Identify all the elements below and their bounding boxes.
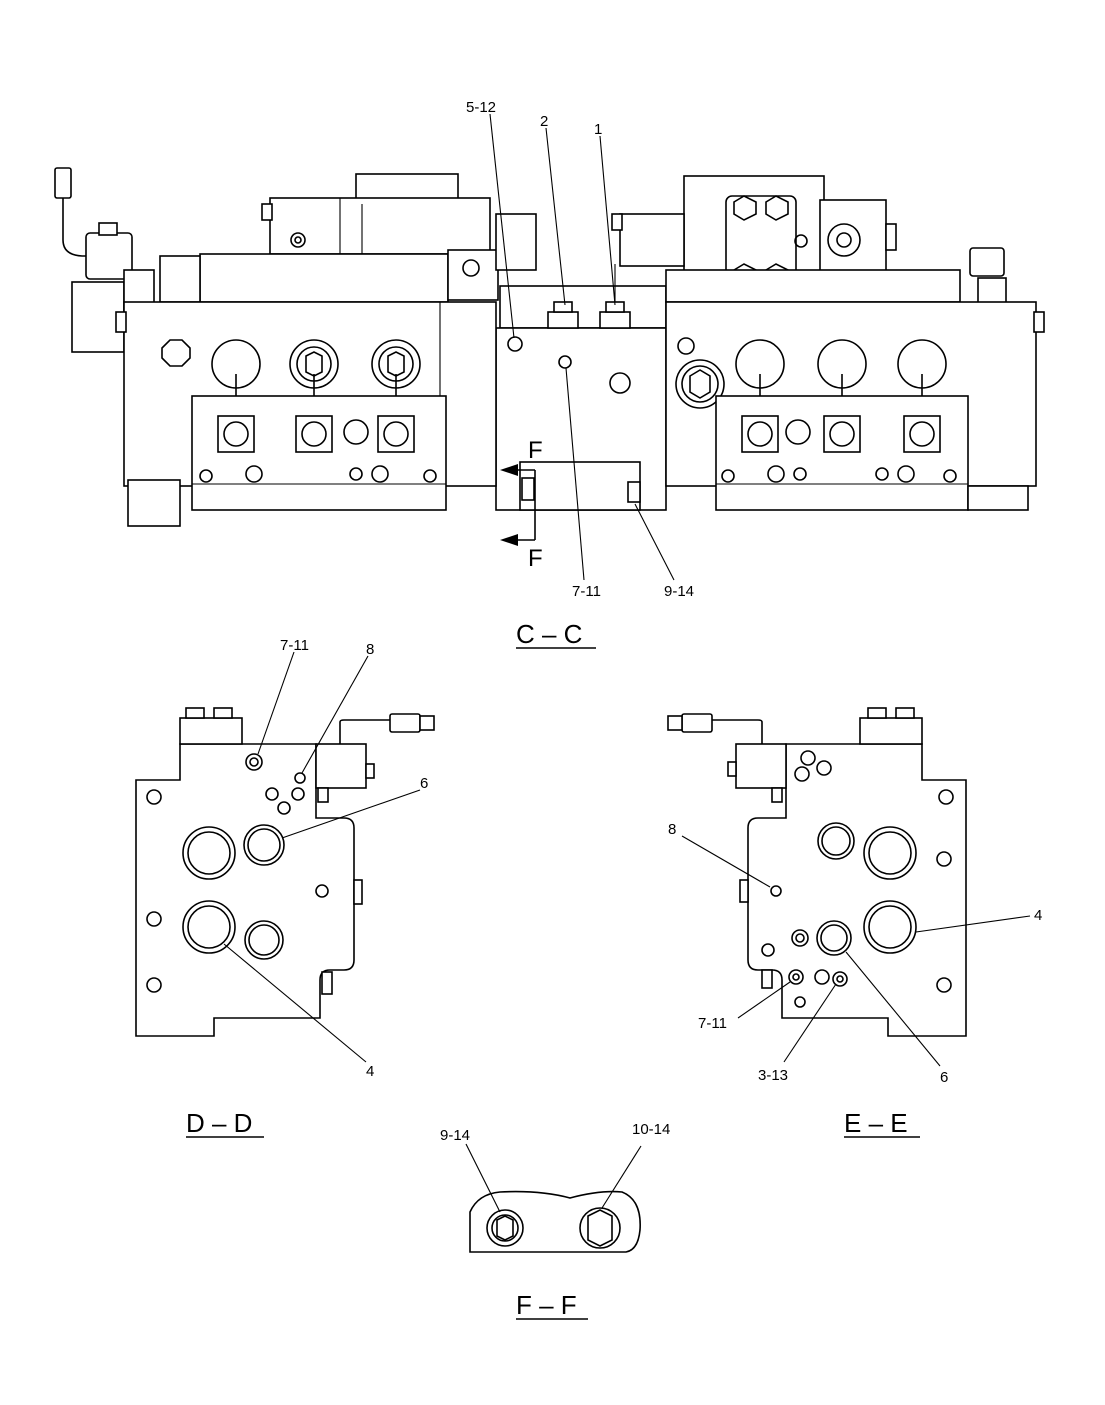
callout-8-dd: 8 xyxy=(366,641,374,658)
callout-8-ee: 8 xyxy=(668,821,676,838)
callout-7-11-cc: 7-11 xyxy=(572,583,601,600)
title-e-e: E – E xyxy=(844,1108,908,1138)
callout-4-ee: 4 xyxy=(1034,907,1042,924)
left-main-body xyxy=(115,301,497,527)
callout-6-ee: 6 xyxy=(940,1069,948,1086)
title-d-d: D – D xyxy=(186,1108,252,1138)
section-mark-top: F xyxy=(528,437,543,464)
callout-4-dd: 4 xyxy=(366,1063,374,1080)
callout-1: 1 xyxy=(594,121,602,138)
callout-2: 2 xyxy=(540,113,548,130)
section-mark-bottom: F xyxy=(528,545,543,572)
view-c-c: F F 5-12 2 1 7-11 9-14 C – C xyxy=(54,99,1045,649)
center-block xyxy=(495,264,667,511)
callout-9-14-ff: 9-14 xyxy=(440,1127,470,1144)
callout-6-dd: 6 xyxy=(420,775,428,792)
left-top-block xyxy=(159,173,537,303)
callout-10-14: 10-14 xyxy=(632,1121,670,1138)
cc-leaders xyxy=(489,113,675,581)
callout-9-14-cc: 9-14 xyxy=(664,583,694,600)
callout-3-13: 3-13 xyxy=(758,1067,788,1084)
right-top-block xyxy=(611,175,961,303)
right-main-body xyxy=(665,301,1045,511)
callout-7-11-dd: 7-11 xyxy=(280,637,309,654)
view-f-f xyxy=(465,1143,642,1253)
callout-7-11-ee: 7-11 xyxy=(698,1015,727,1032)
right-solenoid xyxy=(969,247,1007,309)
title-c-c: C – C xyxy=(516,619,582,649)
view-e-e xyxy=(667,707,1031,1067)
title-f-f: F – F xyxy=(516,1290,577,1320)
view-d-d xyxy=(135,651,435,1063)
callout-5-12: 5-12 xyxy=(466,99,496,116)
section-cut-f: F F xyxy=(500,437,543,572)
